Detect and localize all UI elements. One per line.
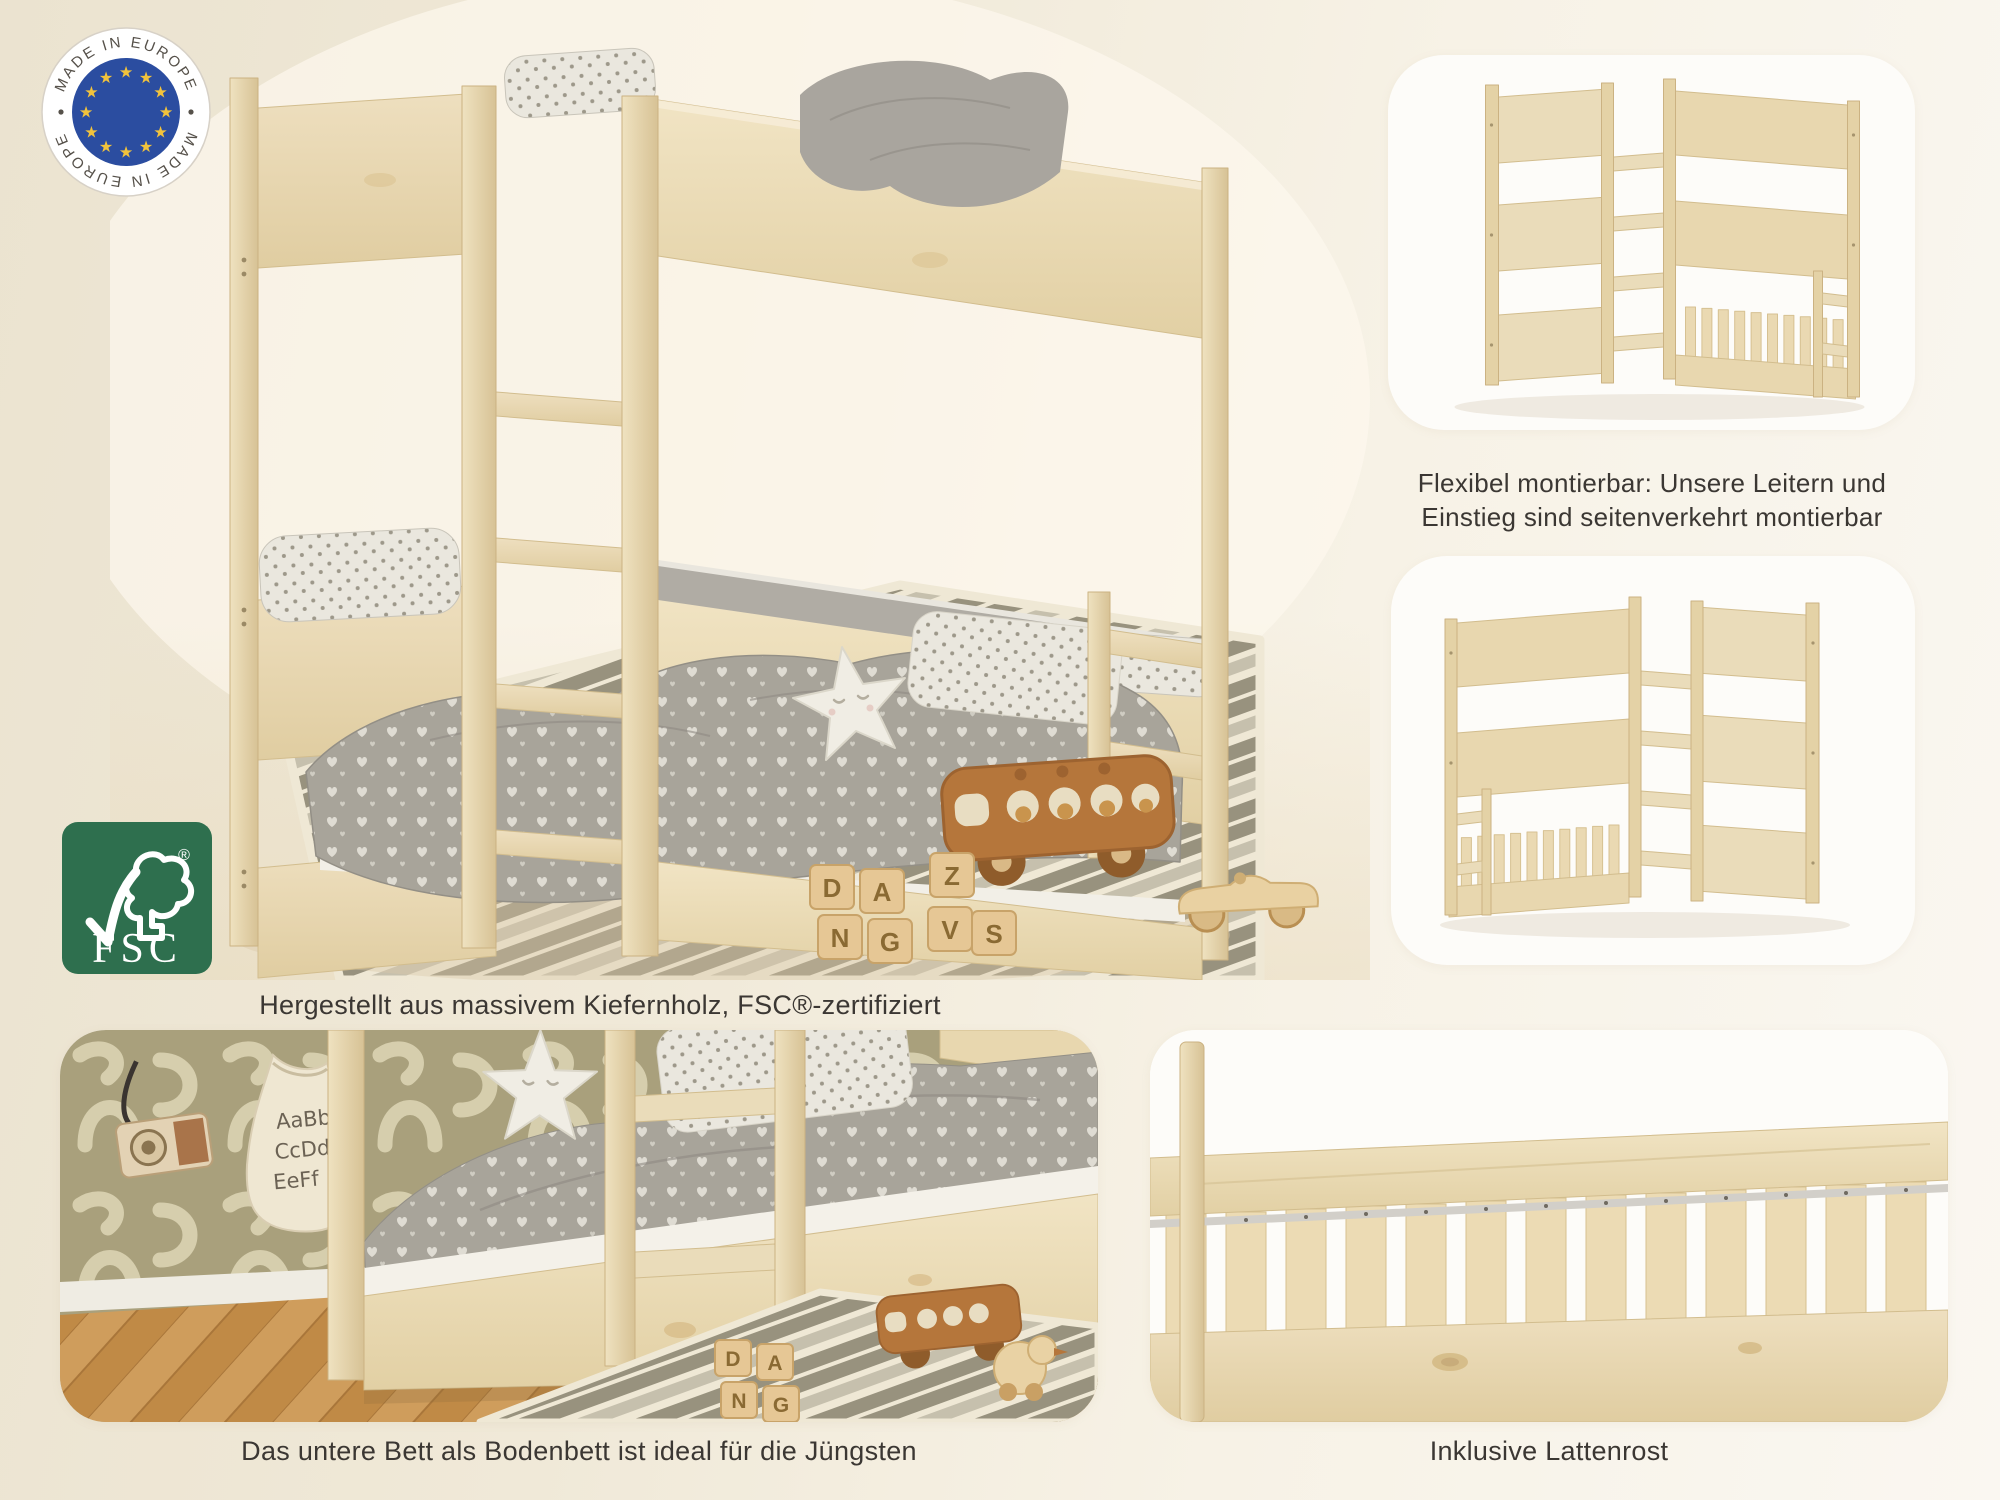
block-letter: N (831, 923, 850, 953)
eu-star-icon: ★ (79, 103, 93, 122)
eu-star-icon: ★ (139, 68, 153, 87)
block-letter: A (873, 877, 892, 907)
fsc-label: FSC (92, 926, 182, 972)
head-post (1179, 1041, 1205, 1422)
variant-photo-ladder-right (1391, 556, 1915, 965)
toy-camera (115, 1060, 214, 1179)
toy-duck (993, 1335, 1068, 1401)
slatted-frame-photo (1150, 1030, 1948, 1422)
made-in-europe-badge: ★ ★ ★ ★ ★ ★ ★ ★ ★ ★ ★ ★ MADE IN EUROPE M… (40, 26, 212, 198)
bunk-frame-illustration (1454, 78, 1865, 420)
variant-photo-ladder-left (1388, 55, 1915, 430)
floor-bed-photo: AaBb CcDd EeFf (60, 1030, 1098, 1422)
eu-star-icon: ★ (119, 143, 133, 162)
block-letter: A (767, 1352, 782, 1375)
caption-material: Hergestellt aus massivem Kiefernholz, FS… (259, 990, 941, 1020)
wood-knots (1432, 1342, 1762, 1371)
caption-flexible-mounting: Flexibel montierbar: Unsere Leitern und … (1378, 466, 1926, 534)
slat-strap (1150, 1184, 1948, 1228)
middle-pillow (258, 527, 462, 623)
block-letter: D (725, 1348, 740, 1371)
toy-blocks: D A N G V S Z (809, 852, 1017, 964)
block-letter: G (880, 927, 900, 957)
eu-star-icon: ★ (84, 83, 98, 102)
block-letter: Z (944, 861, 960, 891)
badge-dot-right (188, 109, 194, 115)
slatted-frame-illustration (1150, 1030, 1948, 1422)
star-pillow (482, 1030, 599, 1140)
top-rail (1150, 1121, 1948, 1217)
right-post (1201, 167, 1229, 961)
toy-bus (940, 754, 1176, 886)
caption-slats: Inklusive Lattenrost (1429, 1436, 1669, 1466)
toy-bus (875, 1283, 1023, 1369)
fsc-certification-badge: ® FSC (62, 822, 212, 974)
block-letter: D (823, 873, 842, 903)
lower-pillow (907, 611, 1123, 725)
top-duvet (800, 60, 1069, 207)
block-letter: S (985, 919, 1002, 949)
floor-bed-illustration: AaBb CcDd EeFf (60, 1030, 1098, 1422)
eu-star-icon: ★ (84, 123, 98, 142)
eu-star-icon: ★ (153, 123, 167, 142)
eu-star-icon: ★ (153, 83, 167, 102)
block-letter: G (773, 1394, 789, 1417)
eu-star-icon: ★ (119, 63, 133, 82)
block-letter: V (941, 915, 959, 945)
fsc-tree-icon (85, 851, 195, 947)
front-rail (1150, 1309, 1948, 1422)
front-left-post (229, 77, 259, 947)
eu-star-icon: ★ (159, 103, 173, 122)
alphabet-bag: AaBb CcDd EeFf (245, 1053, 355, 1233)
triple-bunk-bed-illustration: D A N G V S Z (110, 0, 1370, 980)
caption-flexible-line1: Flexibel montierbar: Unsere Leitern und (1417, 468, 1887, 498)
screw-dots (241, 257, 247, 889)
bag-text-line: EeFf (272, 1166, 320, 1194)
caption-flexible-line2: Einstieg sind seitenverkehrt montierbar (1421, 502, 1883, 532)
toy-blocks: D A N G (714, 1339, 800, 1422)
star-pillow (792, 646, 906, 761)
top-pillow (504, 47, 656, 119)
bag-text-line: CcDd (274, 1135, 332, 1164)
badge-dot-left (58, 109, 64, 115)
eu-star-icon: ★ (99, 137, 113, 156)
eu-stars: ★ ★ ★ ★ ★ ★ ★ ★ ★ ★ ★ ★ (79, 63, 173, 162)
corner-post (327, 1030, 365, 1381)
ladder (461, 85, 659, 957)
main-product-photo: D A N G V S Z (110, 0, 1370, 980)
toy-car (1177, 872, 1319, 933)
bunk-frame-mirrored-illustration (1439, 596, 1851, 939)
block-letter: N (731, 1390, 746, 1413)
bag-text-line: AaBb (275, 1105, 332, 1134)
eu-flag-circle (72, 58, 180, 166)
eu-star-icon: ★ (139, 137, 153, 156)
eu-star-icon: ★ (99, 68, 113, 87)
caption-floor-bed: Das untere Bett als Bodenbett ist ideal … (241, 1436, 917, 1466)
